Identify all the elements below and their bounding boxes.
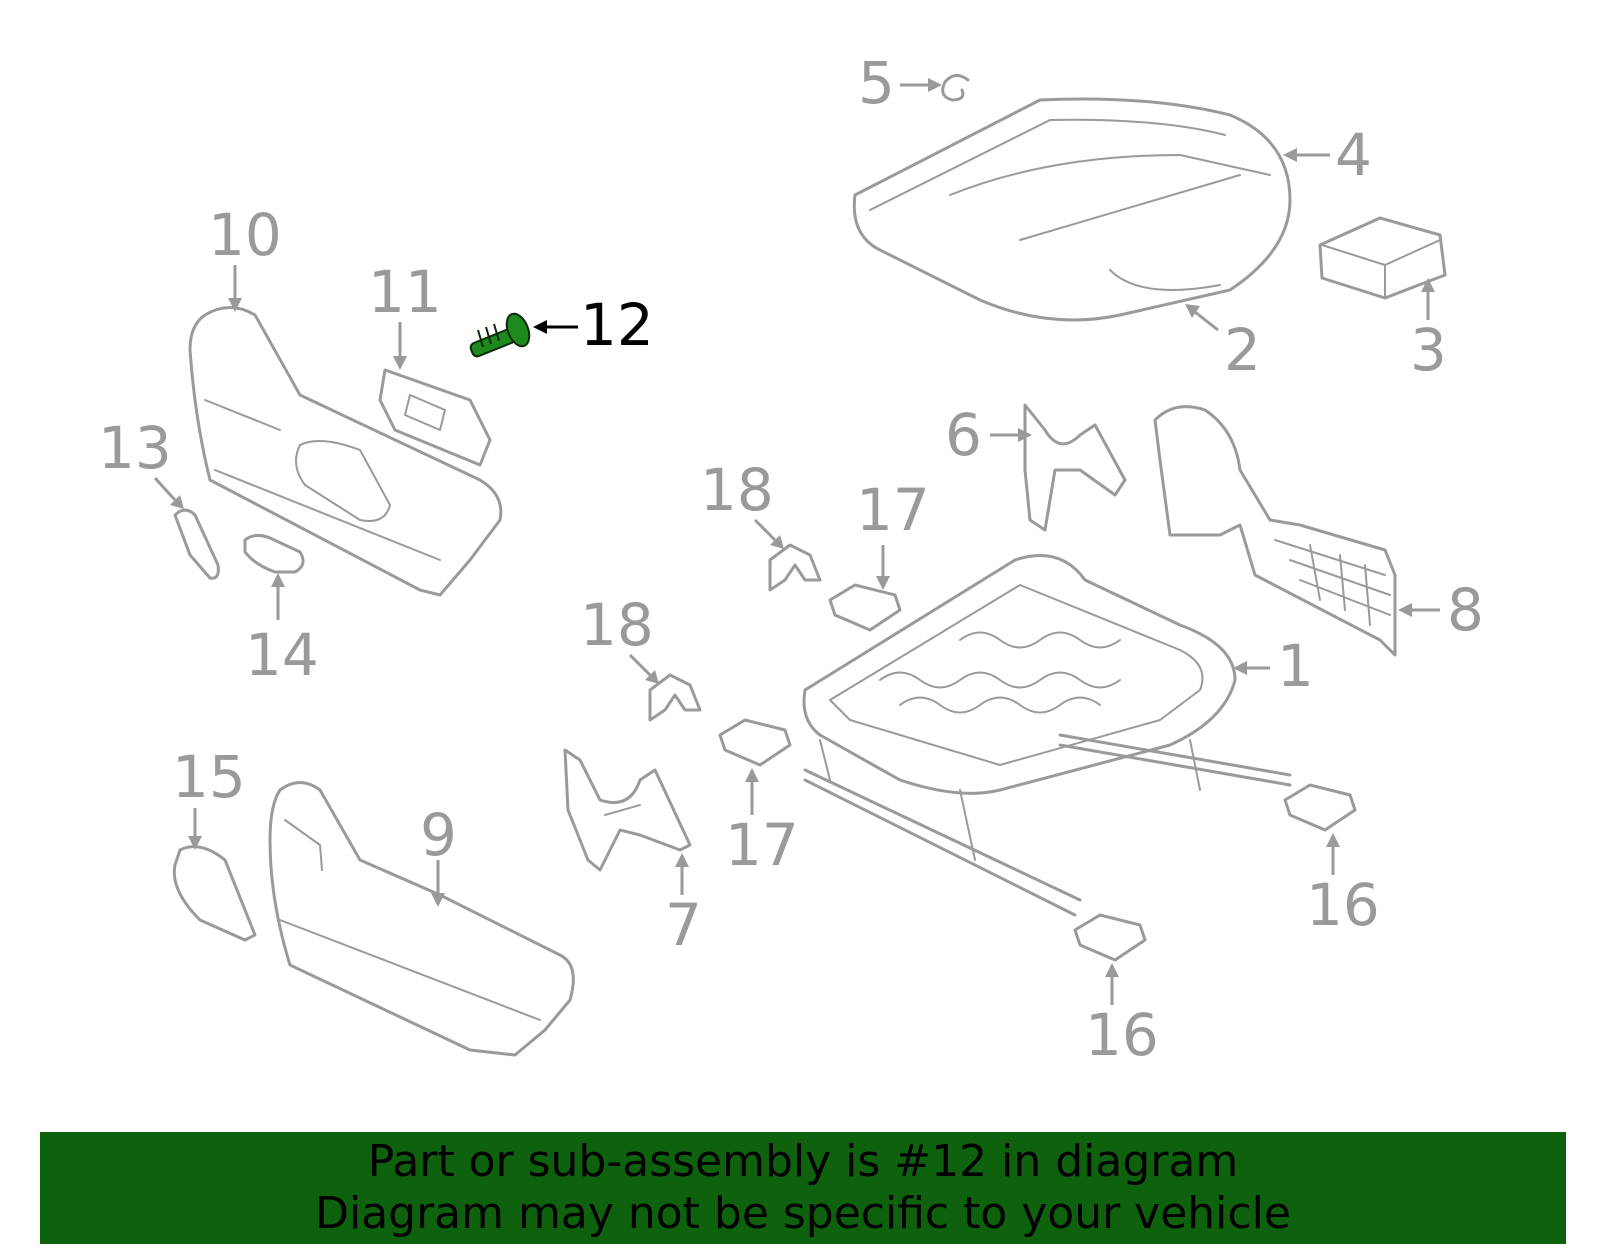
callout-18b: 18 <box>580 591 654 659</box>
part-10-outer-shield <box>188 306 503 597</box>
part-5-hog-ring <box>941 74 970 102</box>
callout-14: 14 <box>245 621 319 689</box>
part-17a-cap <box>828 583 902 632</box>
callout-4: 4 <box>1335 121 1372 189</box>
part-18b-clip <box>648 673 702 722</box>
callout-2: 2 <box>1224 316 1261 384</box>
part-11-switch <box>378 368 492 467</box>
leader-lines <box>153 78 1440 1005</box>
callout-7: 7 <box>665 891 702 959</box>
callout-5: 5 <box>858 49 895 117</box>
part-1-seat-frame <box>802 554 1292 917</box>
part-4-cushion-cover <box>852 97 1292 322</box>
part-8-back-panel <box>1153 405 1397 657</box>
callout-17b: 17 <box>725 811 799 879</box>
banner-line-1: Part or sub-assembly is #12 in diagram <box>367 1136 1239 1187</box>
part-17b-cap <box>718 718 792 767</box>
part-6-bracket <box>1023 403 1127 532</box>
callout-10: 10 <box>208 201 282 269</box>
callout-16a: 16 <box>1306 871 1380 939</box>
info-banner: Part or sub-assembly is #12 in diagram D… <box>40 1132 1566 1244</box>
part-16b-cap <box>1073 913 1147 962</box>
callout-1: 1 <box>1277 632 1314 700</box>
callout-18a: 18 <box>700 456 774 524</box>
callout-6: 6 <box>945 401 982 469</box>
part-3-module <box>1318 216 1447 300</box>
banner-line-2: Diagram may not be specific to your vehi… <box>315 1188 1291 1239</box>
callout-16b: 16 <box>1085 1001 1159 1069</box>
callout-3: 3 <box>1410 316 1447 384</box>
callout-13: 13 <box>98 414 172 482</box>
part-15-cover <box>172 845 257 942</box>
callout-11: 11 <box>368 258 442 326</box>
part-16a-cap <box>1283 783 1357 832</box>
callout-15: 15 <box>172 743 246 811</box>
callout-17a: 17 <box>856 476 930 544</box>
part-18a-clip <box>768 543 822 592</box>
part-13-knob <box>173 508 220 580</box>
part-12-bolt <box>469 312 531 358</box>
part-7-lower-bracket <box>563 748 692 872</box>
callout-12: 12 <box>580 291 654 359</box>
callout-8: 8 <box>1447 576 1484 644</box>
callout-9: 9 <box>420 801 457 869</box>
part-14-knob <box>243 533 305 574</box>
part-9-lower-shield <box>268 781 575 1057</box>
